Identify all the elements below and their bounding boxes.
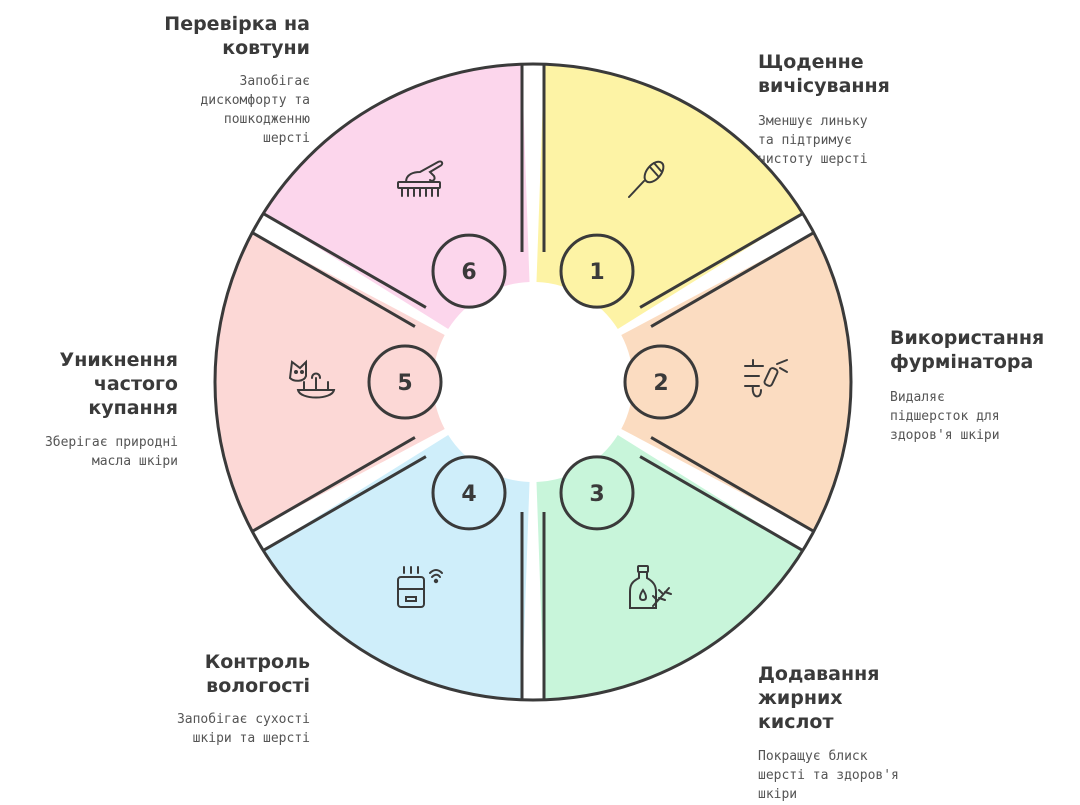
divider-line-2 [650,231,814,328]
item-6-description: Запобігає дискомфорту та пошкодженню шер… [200,74,310,146]
number-label-4: 4 [461,482,476,507]
item-6-title: Перевірка на ковтуни [164,13,310,59]
number-badge-6 [431,233,507,309]
brush-icon [628,160,665,198]
divider-line-3 [650,436,814,533]
item-1-title: Щоденне вичісування [758,51,890,97]
divider-line-6 [263,212,427,309]
number-label-3: 3 [589,482,604,507]
item-4-title: Контроль вологості [204,651,310,697]
number-badge-1 [559,233,635,309]
item-3-title: Додавання жирних кислот [758,663,880,733]
badges-layer: 1 2 3 4 5 6 [367,233,699,531]
cat-bath-icon [288,359,336,399]
outer-ring [213,62,853,702]
number-badge-2 [623,344,699,420]
item-5-title: Уникнення частого купання [59,349,178,419]
number-label-2: 2 [653,371,668,396]
item-1-description: Зменшує линьку та підтримує чистоту шерс… [758,114,868,167]
item-4-description: Запобігає сухості шкіри та шерсті [176,712,310,746]
item-5-description: Зберігає природні масла шкіри [44,435,178,469]
number-badge-3 [559,455,635,531]
divider-line-2 [639,212,803,309]
divider-line-5 [263,455,427,552]
segment-5 [215,232,445,532]
segment-2 [621,232,851,532]
number-label-1: 1 [589,260,604,285]
number-label-6: 6 [461,260,476,285]
deshedding-tool-icon [744,359,788,398]
item-3-description: Покращує блиск шерсті та здоров'я шкіри [758,749,899,802]
number-badge-4 [431,455,507,531]
item-2-title: Використання фурмінатора [890,327,1045,373]
humidifier-icon [397,566,443,608]
oil-bottle-icon [629,565,672,609]
number-label-5: 5 [397,371,412,396]
divider-line-3 [639,455,803,552]
number-badge-5 [367,344,443,420]
segments-layer [213,62,853,702]
divider-line-5 [252,436,416,533]
item-2-description: Видаляє підшерсток для здоров'я шкіри [890,390,1000,443]
divider-line-6 [252,231,416,328]
comb-hand-icon [397,160,444,197]
